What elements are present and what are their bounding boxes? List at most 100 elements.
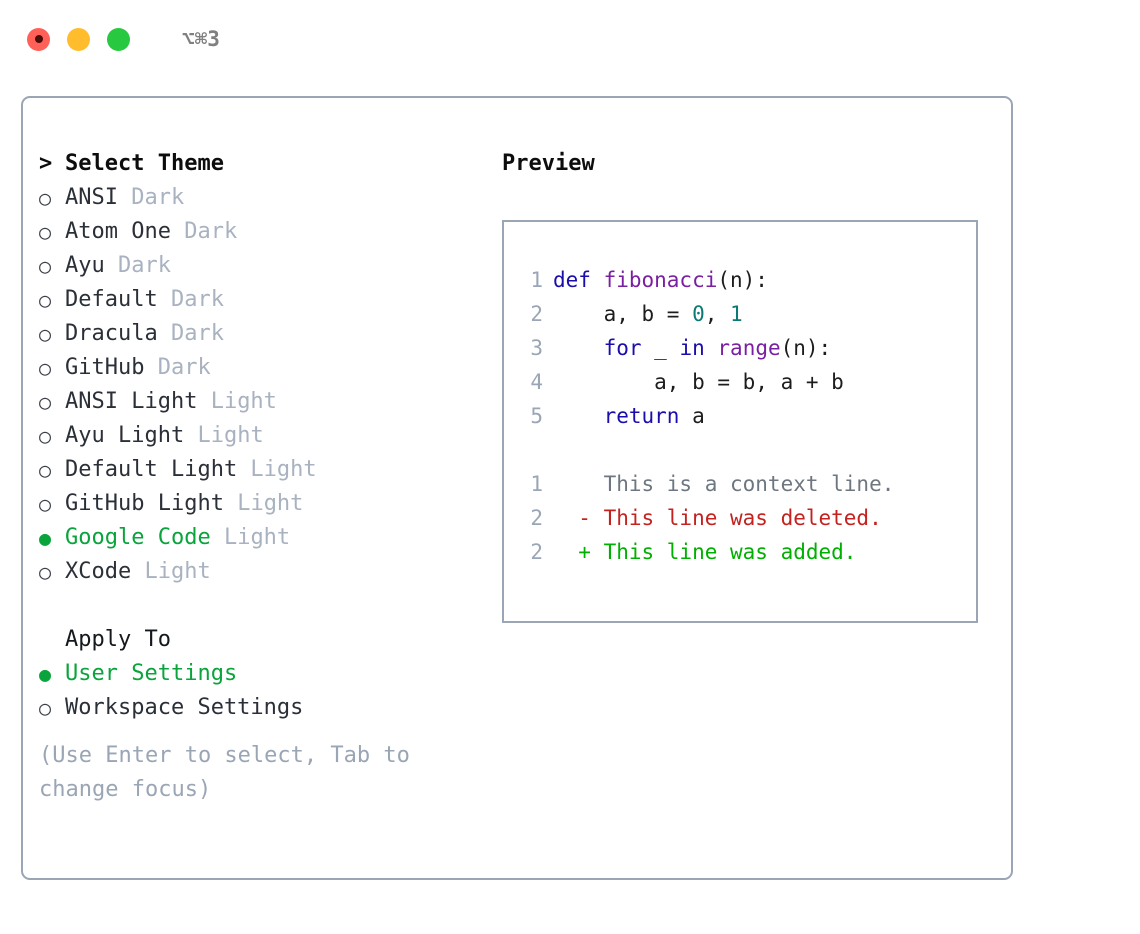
theme-variant-tag: Light: [237, 457, 317, 482]
radio-unselected-icon[interactable]: ○: [39, 322, 52, 346]
theme-name-label: ANSI Light: [65, 389, 198, 414]
code-token-txt: [705, 336, 718, 360]
theme-name-label: Atom One: [65, 219, 171, 244]
radio-unselected-icon[interactable]: ○: [39, 458, 52, 482]
diff-text-ctx: This is a context line.: [553, 472, 895, 496]
diff-text-add: + This line was added.: [553, 540, 857, 564]
theme-name-label: XCode: [65, 559, 132, 584]
theme-name-label: Dracula: [65, 321, 158, 346]
theme-list-item[interactable]: ○ Ayu Dark: [39, 249, 489, 283]
code-diff-spacer: [504, 433, 976, 467]
radio-unselected-icon[interactable]: ○: [39, 424, 52, 448]
list-spacer: [39, 589, 489, 623]
radio-selected-icon[interactable]: ●: [39, 526, 52, 550]
theme-variant-tag: Dark: [104, 253, 171, 278]
theme-list-item[interactable]: ○ GitHub Dark: [39, 351, 489, 385]
radio-unselected-icon[interactable]: ○: [39, 696, 52, 720]
window-controls: [27, 27, 130, 51]
apply-to-heading: >Apply To: [39, 623, 489, 657]
code-token-punc: (n):: [717, 268, 768, 292]
apply-to-option[interactable]: ● User Settings: [39, 657, 489, 691]
theme-variant-tag: Dark: [157, 287, 224, 312]
theme-list-item[interactable]: ○Ayu Light Light: [39, 419, 489, 453]
diff-line: 1 This is a context line.: [504, 467, 976, 501]
code-line: 3 for _ in range(n):: [504, 331, 976, 365]
theme-name-label: Ayu Light: [65, 423, 185, 448]
diff-text-del: - This line was deleted.: [553, 506, 882, 530]
line-number: 2: [530, 302, 543, 326]
code-token-txt: a: [679, 404, 705, 428]
code-token-txt: [553, 404, 604, 428]
line-number: 2: [530, 506, 543, 530]
apply-to-option-label: User Settings: [65, 661, 238, 686]
code-token-punc: (n):: [780, 336, 832, 360]
theme-variant-tag: Dark: [144, 355, 211, 380]
theme-list-item[interactable]: ○ Atom One Dark: [39, 215, 489, 249]
line-number: 1: [530, 472, 543, 496]
theme-name-label: Google Code: [65, 525, 211, 550]
radio-selected-icon[interactable]: ●: [39, 662, 52, 686]
minimize-button[interactable]: [67, 27, 90, 51]
select-theme-heading-label: Select Theme: [65, 151, 224, 176]
theme-variant-tag: Light: [197, 389, 277, 414]
line-number: 1: [530, 268, 543, 292]
radio-unselected-icon[interactable]: ○: [39, 186, 52, 210]
theme-list-item[interactable]: ○Default Light Light: [39, 453, 489, 487]
radio-unselected-icon[interactable]: ○: [39, 288, 52, 312]
diff-sample: 1 This is a context line. 2 - This line w…: [504, 467, 976, 569]
keyboard-hint: (Use Enter to select, Tab to change focu…: [39, 743, 410, 802]
theme-list-item[interactable]: ●Google Code Light: [39, 521, 489, 555]
record-dot-icon: [34, 35, 43, 43]
theme-list-item[interactable]: ○ ANSI Dark: [39, 181, 489, 215]
select-theme-heading: > Select Theme: [39, 147, 489, 181]
line-number: 5: [530, 404, 543, 428]
theme-name-label: ANSI: [65, 185, 118, 210]
keyboard-shortcut-label: ⌥⌘3: [182, 27, 220, 51]
diff-line: 2 + This line was added.: [504, 535, 976, 569]
line-number: 3: [530, 336, 543, 360]
caret-icon: >: [39, 151, 53, 176]
maximize-button[interactable]: [107, 27, 130, 51]
apply-to-heading-label: Apply To: [65, 627, 171, 652]
apply-to-option[interactable]: ○ Workspace Settings: [39, 691, 489, 725]
theme-name-label: GitHub: [65, 355, 145, 380]
close-button[interactable]: [27, 27, 50, 51]
theme-list-item[interactable]: ○Dracula Dark: [39, 317, 489, 351]
main-panel: > Select Theme ○ ANSI Dark ○ Atom One Dark ○ A…: [21, 96, 1013, 880]
radio-unselected-icon[interactable]: ○: [39, 220, 52, 244]
apply-to-option-label: Workspace Settings: [65, 695, 304, 720]
apply-to-list: ● User Settings ○ Workspace Settings: [39, 657, 489, 725]
radio-unselected-icon[interactable]: ○: [39, 254, 52, 278]
theme-list-item[interactable]: ○ Default Dark: [39, 283, 489, 317]
theme-variant-tag: Dark: [117, 185, 185, 210]
code-token-txt: a, b = b, a + b: [553, 370, 844, 394]
radio-unselected-icon[interactable]: ○: [39, 492, 52, 516]
code-token-txt: _: [641, 336, 680, 360]
theme-name-label: Ayu: [65, 253, 105, 278]
theme-name-label: Default: [65, 287, 158, 312]
radio-unselected-icon[interactable]: ○: [39, 356, 52, 380]
theme-variant-tag: Dark: [170, 219, 238, 244]
theme-list: ○ANSI Dark○Atom One Dark○Ayu Dark○Defaul…: [39, 181, 489, 589]
code-token-fn: fibonacci: [603, 268, 718, 292]
code-line: 4 a, b = b, a + b: [504, 365, 976, 399]
line-number: 4: [530, 370, 543, 394]
code-token-num: 0: [692, 302, 705, 326]
code-token-txt: ,: [704, 302, 731, 326]
code-token-kw: return: [603, 404, 680, 428]
code-line: 5 return a: [504, 399, 976, 433]
theme-list-item[interactable]: ○GitHub Light Light: [39, 487, 489, 521]
radio-unselected-icon[interactable]: ○: [39, 560, 52, 584]
preview-heading: Preview: [502, 151, 595, 176]
theme-list-item[interactable]: ○XCode Light: [39, 555, 489, 589]
code-token-kw: in: [679, 336, 705, 360]
code-token-txt: [553, 336, 604, 360]
radio-unselected-icon[interactable]: ○: [39, 390, 52, 414]
theme-list-item[interactable]: ○ ANSI Light Light: [39, 385, 489, 419]
code-token-kw: for: [603, 336, 642, 360]
